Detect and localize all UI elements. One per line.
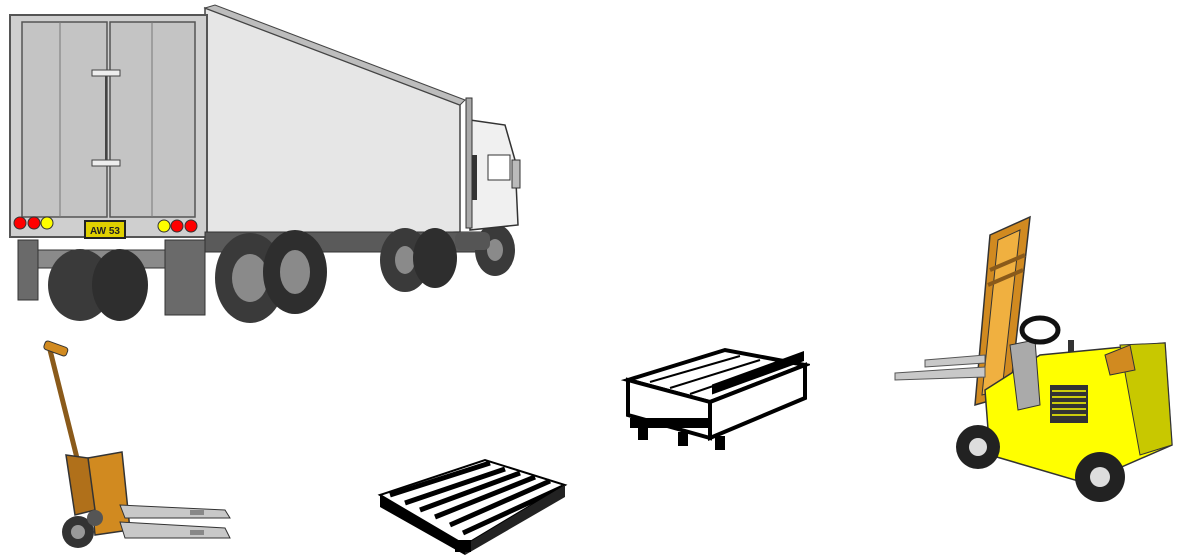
tail-light-icon — [27, 216, 41, 230]
license-plate-text: AW 53 — [90, 226, 120, 237]
pallet-box-icon — [620, 347, 810, 450]
license-plate — [84, 220, 126, 239]
pallet-jack-clipart — [40, 340, 240, 557]
tail-light-icon — [13, 216, 27, 230]
pallet-jack-icon — [43, 340, 231, 548]
tail-light-icon — [40, 216, 54, 230]
wheel-icon — [87, 510, 103, 526]
truck-icon: AW 53 — [9, 4, 521, 323]
tail-light-icon — [157, 219, 171, 233]
forklift-clipart — [890, 215, 1184, 505]
tail-light-icon — [184, 219, 198, 233]
pallet-clipart — [375, 455, 570, 557]
truck-clipart: AW 53 — [0, 0, 530, 330]
forklift-icon — [894, 215, 1173, 502]
pallet-box-clipart — [620, 340, 810, 460]
tail-light-icon — [170, 219, 184, 233]
pallet-icon — [377, 458, 568, 555]
